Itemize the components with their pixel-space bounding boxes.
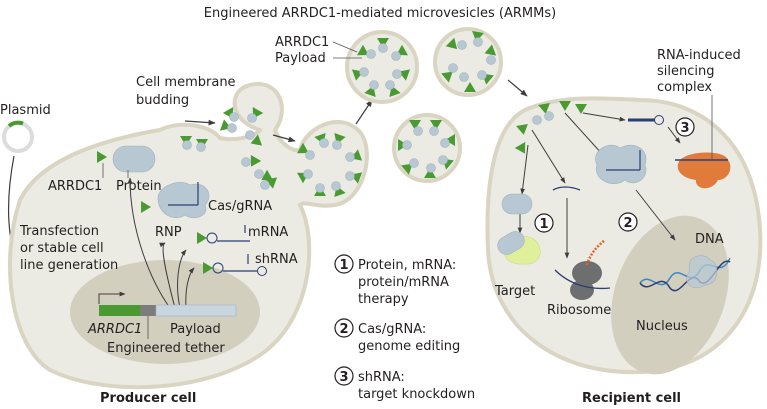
bound-protein-icon [497, 231, 525, 255]
svg-text:1: 1 [539, 217, 548, 232]
recipient-mrna-icon [552, 186, 581, 191]
vesicle-1 [345, 30, 419, 104]
legend-2-line1: Cas/gRNA: [358, 322, 426, 337]
legend-marker-2 [334, 318, 354, 338]
gene-payload-segment [155, 304, 237, 317]
target-label: Target [494, 284, 535, 299]
transfection-label-3: line generation [20, 258, 118, 273]
budding-label-2: budding [136, 93, 189, 108]
svg-text:3: 3 [339, 370, 348, 385]
recipient-cell-label: Recipient cell [582, 391, 681, 406]
svg-text:3: 3 [680, 121, 689, 136]
vesicle-payload-label: Payload [275, 51, 326, 66]
budding-arrow-2 [272, 134, 296, 143]
gene-tether-segment [140, 305, 156, 316]
budding-label-1: Cell membrane [136, 75, 236, 90]
producer-cell-label: Producer cell [100, 391, 196, 406]
mrna-icon [217, 225, 250, 242]
marker-1 [534, 213, 554, 233]
gene-payload-label: Payload [170, 322, 221, 337]
svg-text:2: 2 [339, 322, 348, 337]
legend-3-line2: target knockdown [358, 387, 475, 402]
budding-arrow-3 [355, 99, 373, 125]
marker-3 [675, 117, 695, 137]
ribosome-icon [554, 239, 611, 300]
plasmid-icon [2, 120, 34, 153]
plasmid-label: Plasmid [0, 103, 51, 118]
legend-1-line3: therapy [358, 292, 409, 307]
legend: 1 Protein, mRNA: protein/mRNA therapy 2 … [334, 254, 475, 402]
budding-arrow-1 [184, 119, 216, 126]
svg-text:1: 1 [339, 258, 348, 273]
gene-arrdc1-label: ARRDC1 [87, 322, 142, 337]
risc-label-3: complex [657, 80, 712, 95]
ribosome-label: Ribosome [547, 303, 611, 318]
dna-label: DNA [695, 232, 724, 247]
risc-icon [677, 152, 731, 189]
engineered-tether-label: Engineered tether [107, 341, 225, 356]
risc-label-2: silencing [657, 64, 714, 79]
arrdc1-leader-line [332, 41, 358, 53]
legend-3-line1: shRNA: [358, 370, 405, 385]
vesicle-arrdc1-label: ARRDC1 [275, 35, 329, 50]
cas-grna-label: Cas/gRNA [208, 199, 272, 214]
promoter-arrow [98, 291, 126, 304]
recipient-protein-icon [501, 193, 533, 215]
mrna-label: mRNA [248, 225, 288, 240]
transfection-label-1: Transfection [19, 224, 99, 239]
legend-2-line2: genome editing [358, 339, 460, 354]
vesicle-3 [392, 113, 462, 183]
recipient-rnp-icon [595, 144, 647, 185]
protein-icon [112, 145, 156, 173]
shrna-icon [223, 254, 257, 272]
legend-marker-3 [334, 366, 354, 386]
rnp-label: RNP [155, 225, 182, 240]
vesicle-2 [433, 27, 503, 97]
transfection-label-2: or stable cell [20, 241, 104, 256]
nucleus-label: Nucleus [636, 319, 688, 334]
legend-1-line1: Protein, mRNA: [358, 258, 456, 273]
svg-text:2: 2 [623, 216, 632, 231]
risc-label-1: RNA-induced [657, 48, 741, 63]
marker-2 [618, 212, 638, 232]
shrna-label: shRNA [255, 252, 298, 267]
dna-icon [639, 255, 731, 292]
protein-label: Protein [116, 179, 162, 194]
legend-1-line2: protein/mRNA [358, 275, 449, 290]
arrdc1-label: ARRDC1 [48, 179, 102, 194]
recipient-nucleus [611, 215, 729, 375]
gene-arrdc1-segment [99, 305, 140, 316]
rnp-icon [157, 182, 210, 219]
diagram-title: Engineered ARRDC1-mediated microvesicles… [204, 6, 556, 21]
uptake-arrow [507, 79, 528, 97]
legend-marker-1 [334, 254, 354, 274]
